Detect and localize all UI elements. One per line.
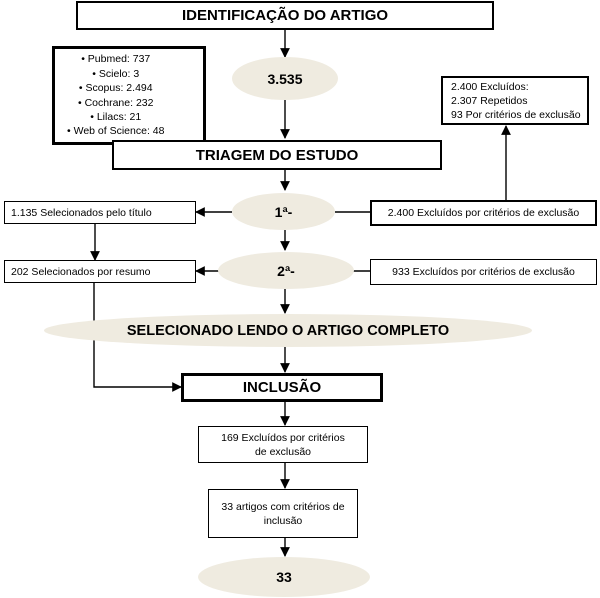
source-item: Scopus: 2.494	[67, 81, 164, 95]
stage1-excluded-text: 2.400 Excluídos por critérios de exclusã…	[387, 207, 580, 219]
source-item: Pubmed: 737	[67, 52, 164, 66]
excluded-final-box: 169 Excluídos por critérios de exclusão	[198, 426, 368, 463]
screening-title: TRIAGEM DO ESTUDO	[195, 146, 359, 164]
stage2-excluded-box: 933 Excluídos por critérios de exclusão	[370, 259, 597, 285]
stage2-oval: 2ª-	[218, 252, 354, 289]
full-read-label: SELECIONADO LENDO O ARTIGO COMPLETO	[126, 322, 450, 339]
excluded-summary-box: 2.400 Excluídos: 2.307 Repetidos 93 Por …	[441, 76, 589, 125]
excluded-summary-line: 2.307 Repetidos	[451, 94, 528, 107]
stage2-selected-text: 202 Selecionados por resumo	[11, 265, 151, 278]
inclusion-title: INCLUSÃO	[242, 379, 322, 396]
included-final-box: 33 artigos com critérios de inclusão	[208, 489, 358, 538]
inclusion-box: INCLUSÃO	[181, 373, 383, 402]
source-item: Scielo: 3	[67, 67, 164, 81]
excluded-summary-line: 93 Por critérios de exclusão	[451, 108, 581, 121]
stage2-excluded-text: 933 Excluídos por critérios de exclusão	[392, 266, 575, 278]
total-count: 3.535	[267, 70, 303, 87]
identification-box: IDENTIFICAÇÃO DO ARTIGO	[76, 1, 494, 30]
sources-box: Pubmed: 737 Scielo: 3 Scopus: 2.494 Coch…	[52, 46, 206, 145]
stage1-excluded-box: 2.400 Excluídos por critérios de exclusã…	[370, 200, 597, 226]
included-final-text: 33 artigos com critérios de inclusão	[221, 500, 345, 527]
stage1-oval: 1ª-	[232, 193, 335, 230]
stage2-selected-box: 202 Selecionados por resumo	[4, 260, 196, 283]
full-read-oval: SELECIONADO LENDO O ARTIGO COMPLETO	[44, 314, 532, 347]
final-count: 33	[276, 569, 292, 585]
stage1-selected-text: 1.135 Selecionados pelo título	[11, 206, 152, 219]
screening-box: TRIAGEM DO ESTUDO	[112, 140, 442, 170]
final-oval: 33	[198, 557, 370, 597]
source-item: Web of Science: 48	[67, 124, 165, 138]
identification-title: IDENTIFICAÇÃO DO ARTIGO	[181, 7, 389, 24]
stage1-label: 1ª-	[274, 203, 293, 220]
source-item: Cochrane: 232	[67, 96, 164, 110]
total-oval: 3.535	[232, 57, 338, 100]
source-item: Lilacs: 21	[67, 110, 164, 124]
stage2-label: 2ª-	[277, 262, 295, 279]
stage1-selected-box: 1.135 Selecionados pelo título	[4, 201, 196, 224]
sources-list: Pubmed: 737 Scielo: 3 Scopus: 2.494 Coch…	[67, 52, 165, 138]
excluded-summary-line: 2.400 Excluídos:	[451, 80, 529, 93]
excluded-final-text: 169 Excluídos por critérios de exclusão	[221, 431, 345, 458]
